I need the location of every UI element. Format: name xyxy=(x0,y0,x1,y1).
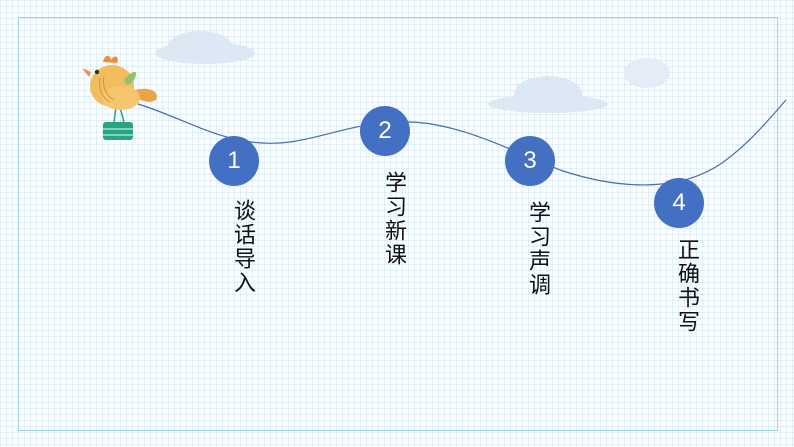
cloud-icon xyxy=(155,31,255,64)
step-4-label: 正确书写 xyxy=(674,238,699,334)
step-2-circle[interactable]: 2 xyxy=(360,106,410,156)
step-1-circle[interactable]: 1 xyxy=(209,136,259,186)
step-4-circle[interactable]: 4 xyxy=(654,178,704,228)
slide-frame xyxy=(18,17,778,431)
step-3-circle[interactable]: 3 xyxy=(505,136,555,186)
cloud-icon xyxy=(624,58,670,88)
step-3-label: 学习声调 xyxy=(525,201,550,297)
timeline-curve xyxy=(137,99,787,186)
step-2-label: 学习新课 xyxy=(381,171,406,267)
cloud-icon xyxy=(488,76,608,113)
step-1-label: 谈话导入 xyxy=(230,199,255,295)
chick-holding-basket-icon xyxy=(82,55,157,140)
